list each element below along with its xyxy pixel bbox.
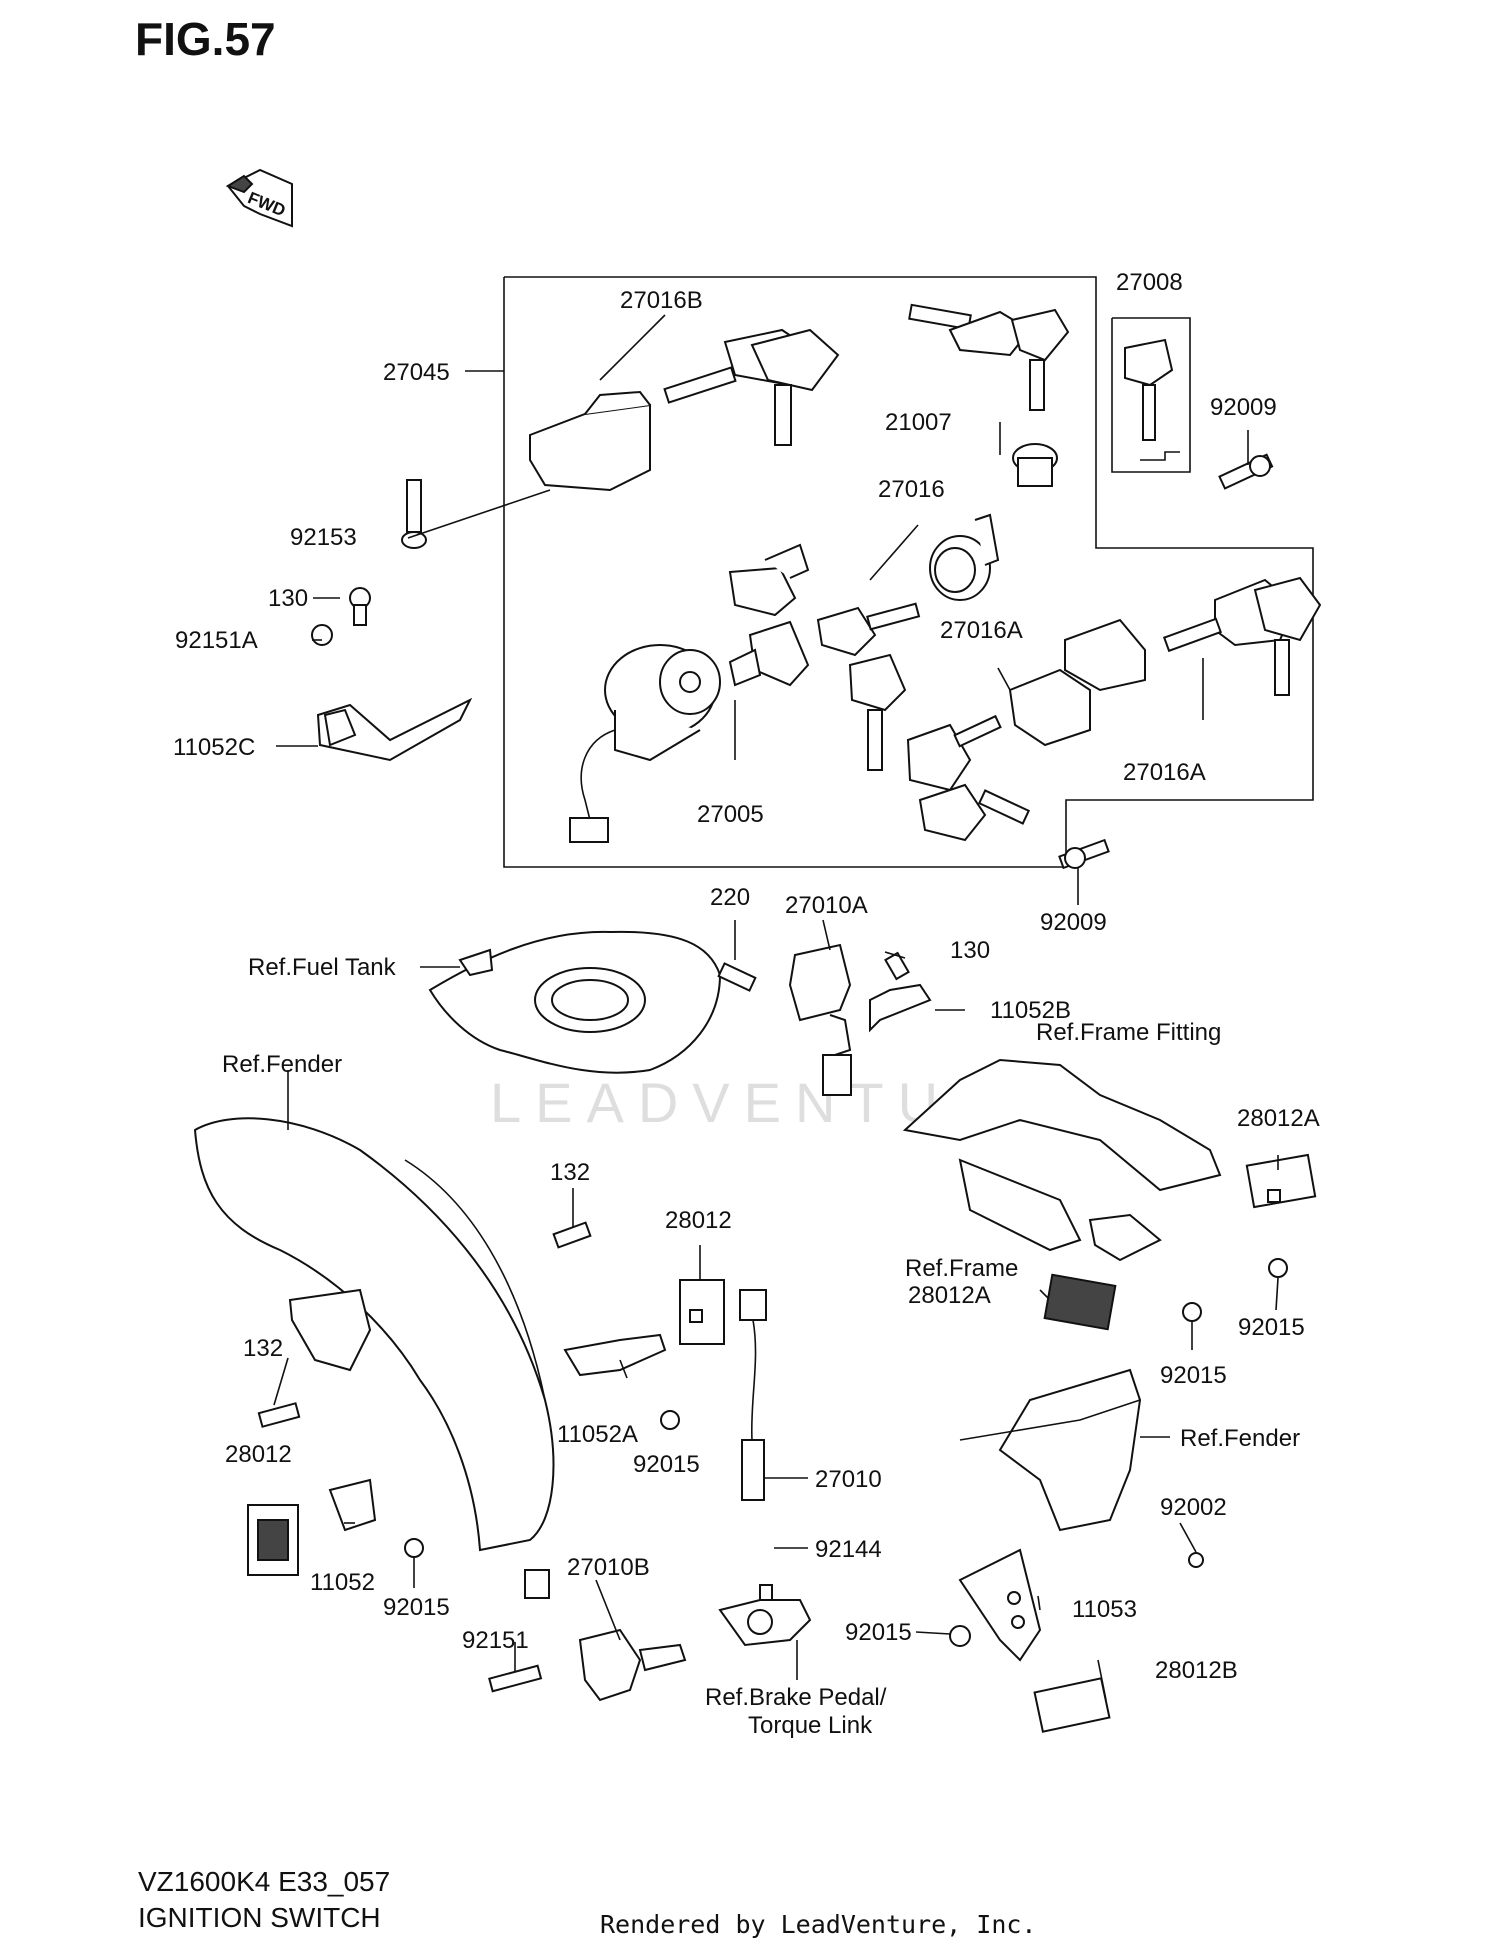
bracket-11053 (949, 1548, 1204, 1662)
bracket-11052 (328, 1478, 424, 1558)
key-27016 (728, 513, 1000, 771)
bracket-11052c (311, 587, 473, 762)
callout-132-lower: 132 (243, 1335, 283, 1362)
callout-27010b: 27010B (567, 1554, 650, 1581)
callout-92015-center: 92015 (633, 1451, 700, 1478)
callout-27016a-upper: 27016A (940, 617, 1023, 644)
callout-28012b: 28012B (1155, 1657, 1238, 1684)
callout-27045: 27045 (383, 359, 450, 386)
callout-92015-left: 92015 (383, 1594, 450, 1621)
reflector-28012a-right (1245, 1153, 1317, 1209)
reflector-28012-center (679, 1279, 725, 1345)
key-27016a-right (1064, 576, 1322, 696)
key-27008 (1124, 338, 1180, 461)
model-code: VZ1600K4 E33_057 (138, 1866, 391, 1897)
callout-11053: 11053 (1072, 1596, 1137, 1623)
callout-28012a-right: 28012A (1237, 1105, 1320, 1132)
callout-torque-link: Torque Link (748, 1712, 873, 1739)
fender-bracket-left (257, 1221, 592, 1428)
callout-92009-bottom: 92009 (1040, 909, 1107, 936)
screw-92153 (401, 479, 427, 549)
top-cover-part (529, 390, 651, 492)
callout-27016a-right: 27016A (1123, 759, 1206, 786)
rendered-by: Rendered by LeadVenture, Inc. (600, 1910, 1037, 1939)
key-set-bracket (465, 276, 1314, 868)
callout-ref-brake-pedal: Ref.Brake Pedal/ (705, 1684, 887, 1711)
section-name: IGNITION SWITCH (138, 1902, 381, 1933)
key-21007 (908, 303, 1070, 487)
callout-ref-fender-front: Ref.Fender (222, 1051, 342, 1078)
switch-27010a (717, 943, 932, 1096)
callout-27008: 27008 (1116, 269, 1183, 296)
callout-ref-frame: Ref.Frame (905, 1255, 1018, 1282)
callout-132-upper: 132 (550, 1159, 590, 1186)
key-27016a-lower (906, 668, 1091, 842)
callout-27016: 27016 (878, 476, 945, 503)
fwd-arrow-icon: FWD (225, 168, 293, 228)
bracket-11052a (563, 1333, 680, 1430)
callout-130-center: 130 (950, 937, 990, 964)
callout-ref-fuel-tank: Ref.Fuel Tank (248, 954, 397, 981)
callout-11052b: 11052B (990, 997, 1071, 1024)
screw-92009-top (1218, 453, 1274, 490)
switch-27010 (739, 1289, 773, 1606)
callout-27010: 27010 (815, 1466, 882, 1493)
callout-28012a-mid: 28012A (908, 1282, 991, 1309)
callout-ref-fender-rear: Ref.Fender (1180, 1425, 1300, 1452)
callout-92009-top: 92009 (1210, 394, 1277, 421)
frame-fitting-ref (902, 1058, 1222, 1262)
callout-92151a: 92151A (175, 627, 258, 654)
callout-11052a: 11052A (557, 1421, 638, 1448)
callout-92151: 92151 (462, 1627, 529, 1654)
callout-28012-center: 28012 (665, 1207, 732, 1234)
callout-27010a: 27010A (785, 892, 868, 919)
callout-ref-frame-fitting: Ref.Frame Fitting (1036, 1019, 1221, 1046)
front-fender-ref (193, 1117, 555, 1552)
fuel-tank-ref (428, 930, 722, 1074)
callout-27016b: 27016B (620, 287, 703, 314)
callout-11052: 11052 (310, 1569, 375, 1596)
screw-92009-bottom (1058, 838, 1110, 870)
callout-92015-mid: 92015 (1160, 1362, 1227, 1389)
nut-92015-right (1182, 1258, 1288, 1322)
callout-28012-left: 28012 (225, 1441, 292, 1468)
callout-92015-rear: 92015 (845, 1619, 912, 1646)
reflector-28012a-mid (1043, 1273, 1117, 1331)
callout-21007: 21007 (885, 409, 952, 436)
callout-130-left: 130 (268, 585, 308, 612)
reflector-28012-left (247, 1504, 299, 1576)
key-27016b (663, 328, 840, 446)
callout-92015-right: 92015 (1238, 1314, 1305, 1341)
ignition-switch-27005 (569, 644, 721, 843)
leader-lines (273, 314, 1279, 1701)
callout-92144: 92144 (815, 1536, 882, 1563)
rear-fender-ref (959, 1368, 1142, 1532)
reflector-28012b (1033, 1677, 1111, 1733)
callout-92153: 92153 (290, 524, 357, 551)
callout-27005: 27005 (697, 801, 764, 828)
brake-pedal-ref (718, 1599, 812, 1647)
switch-27010b (488, 1569, 687, 1702)
callout-220: 220 (710, 884, 750, 911)
callout-11052c: 11052C (173, 734, 255, 761)
figure-title: FIG.57 (135, 13, 276, 65)
callout-92002: 92002 (1160, 1494, 1227, 1521)
